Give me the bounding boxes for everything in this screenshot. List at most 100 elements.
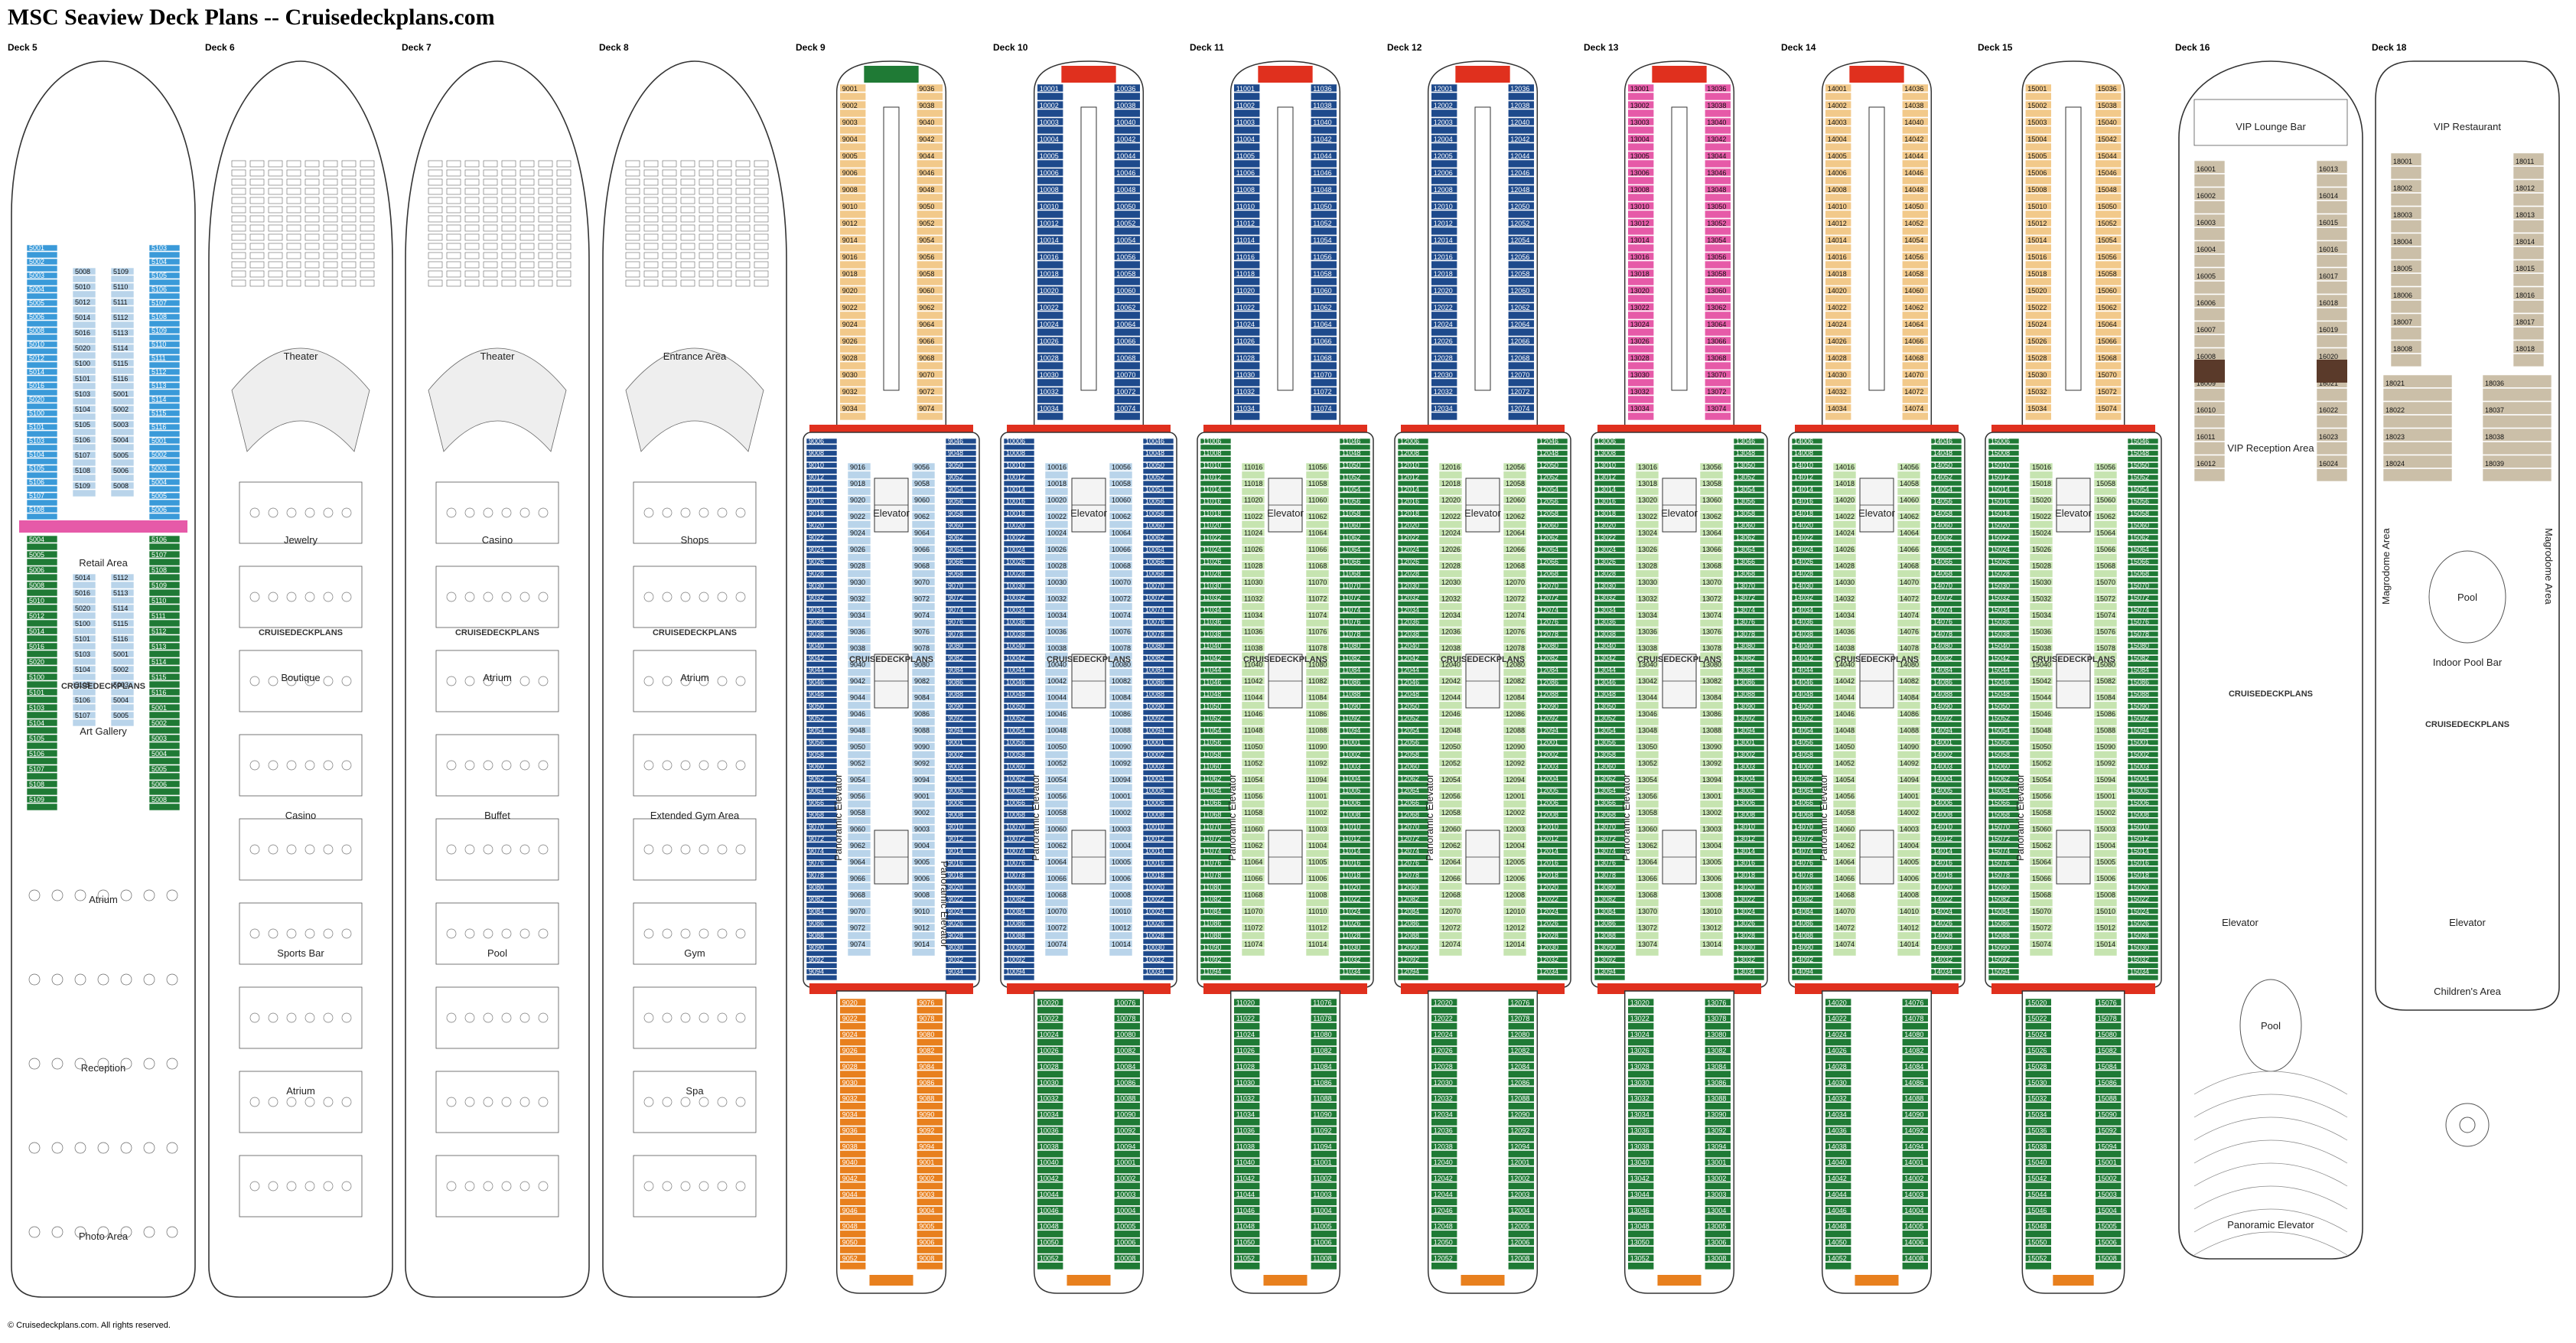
cabin-number: 10070 [1116,371,1135,379]
cabin-block [911,668,936,676]
cabin-number: 12084 [1539,667,1558,674]
seating-grid [464,224,480,232]
seating-grid [538,169,553,177]
watermark: CRUISEDECKPLANS [653,628,737,637]
cabin-block [1825,294,1851,303]
cabin-block [1627,92,1654,101]
cabin-number: 13028 [1630,1063,1649,1071]
cabin-number: 11094 [1313,1143,1331,1150]
cabin-block [1699,602,1724,611]
cabin-block [1705,328,1731,337]
cabin-number: 10080 [1145,642,1164,650]
cabin-block [1503,504,1527,512]
seating-grid [360,206,375,214]
table-icon [268,507,278,518]
cabin-block [1109,784,1133,792]
seating-grid [754,233,769,241]
cabin-block [1044,717,1069,726]
cabin-block [26,327,58,334]
cabin-block [839,370,866,379]
cabin-number: 9004 [919,1207,934,1214]
cabin-number: 9026 [850,546,865,553]
cabin-number: 13038 [1638,644,1657,652]
cabin-block [847,569,871,578]
table-icon [143,1058,155,1070]
table-icon [143,1226,155,1238]
cabin-number: 14070 [1933,582,1952,589]
cabin-block [1627,227,1654,236]
cabin-block [1508,1118,1535,1126]
seating-grid [735,270,751,278]
cabin-block [1114,361,1141,370]
cabin-block [1044,882,1069,891]
seating-grid [735,197,751,204]
seating-grid [680,279,695,287]
seating-grid [360,270,375,278]
cabin-number: 9048 [919,186,934,194]
cabin-number: 10044 [1047,694,1067,702]
cabin-number: 13004 [1707,1207,1726,1214]
cabin-number: 12020 [1434,999,1453,1006]
deck-label: Deck 7 [402,42,432,53]
seating-grid [483,187,498,195]
cabin-number: 11006 [1342,799,1360,807]
cabin-number: 9032 [850,595,865,603]
cabin-number: 10038 [1116,102,1135,109]
cabin-block [847,536,871,545]
cabin-number: 13060 [1707,287,1726,295]
cabin-number: 12078 [1510,1015,1529,1022]
seating-grid [538,270,553,278]
cabin-block [1699,553,1724,562]
cabin-block [110,305,135,314]
seating-grid [323,187,338,195]
cabin-number: 5004 [151,478,167,486]
seating-grid [341,206,357,214]
cabin-block [26,244,58,252]
seating-grid [754,215,769,223]
cabin-number: 11016 [1236,253,1255,261]
area-label: Spa [686,1085,704,1097]
table-icon [323,1097,334,1107]
seating-grid [323,160,338,168]
cabin-block [26,803,58,811]
cabin-number: 11008 [1203,449,1221,457]
cabin-number: 9016 [842,253,858,261]
cabin-block [911,898,936,907]
cabin-block [1114,1038,1141,1046]
cabin-block [806,546,838,553]
cabin-number: 13090 [1702,743,1721,751]
cabin-block [72,267,96,275]
cabin-number: 14056 [1794,738,1813,746]
seating-grid [643,169,659,177]
cabin-block [806,480,838,487]
seating-grid [304,178,320,186]
seating-grid [556,279,572,287]
venue-outline [435,481,559,544]
cabin-number: 9094 [948,726,963,734]
cabin-number: 12066 [1441,875,1461,882]
cabin-block [917,1214,943,1222]
cabin-number: 12014 [1434,236,1453,244]
cabin-number: 5005 [29,551,44,559]
seating-grid [341,252,357,259]
cabin-block [1832,701,1857,709]
cabin-block [1431,1214,1457,1222]
table-icon [680,928,691,939]
cabin-number: 14032 [1835,595,1855,603]
table-icon [519,1012,530,1023]
seating-grid [231,252,246,259]
cabin-block [839,285,866,295]
cabin-block [1699,618,1724,627]
cabin-number: 11018 [1244,480,1262,487]
cabin-number: 13008 [1702,892,1721,899]
cabin-number: 11080 [1313,1031,1331,1038]
cabin-number: 14052 [1835,760,1855,768]
cabin-number: 14084 [1900,694,1919,702]
cabin-block [148,244,181,252]
seating-grid [446,270,461,278]
table-icon [680,592,691,602]
cabin-number: 5106 [151,536,167,543]
cabin-block [806,643,838,649]
cabin-block [1114,1214,1141,1222]
cabin-block [806,462,838,468]
